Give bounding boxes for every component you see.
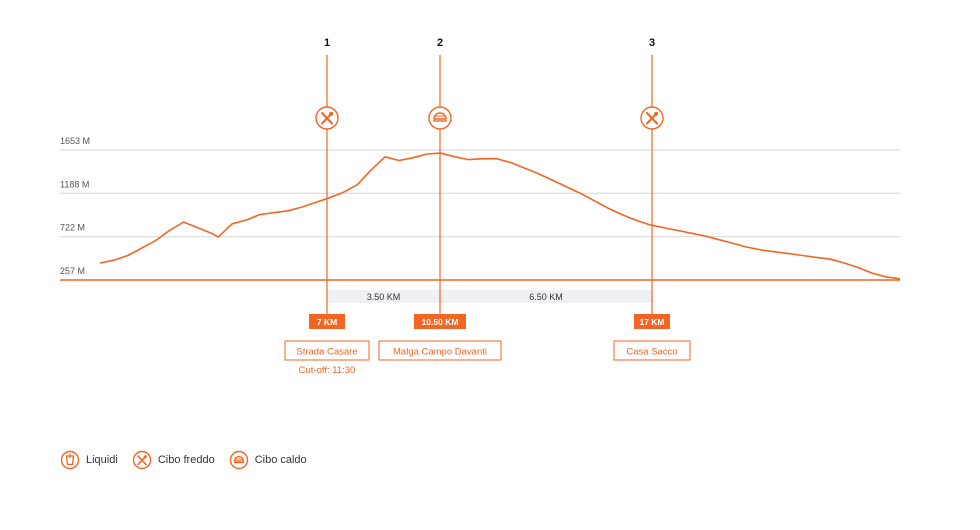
km-badge [309, 314, 345, 329]
cibo-freddo-icon [640, 106, 664, 130]
legend-label: Liquidi [86, 454, 118, 466]
station-number: 3 [649, 37, 655, 49]
station-cutoff: Cut-off: 11:30 [299, 365, 356, 376]
station-name-box [378, 340, 502, 361]
legend-item-cibo-caldo: Cibo caldo [229, 450, 307, 470]
cibo-caldo-icon [428, 106, 452, 130]
station-name: Casa Sacco [626, 347, 677, 358]
legend-label: Cibo freddo [157, 454, 215, 466]
y-tick-label: 1188 M [60, 179, 89, 189]
station-number: 1 [324, 37, 330, 49]
cibo-caldo-icon [229, 450, 248, 470]
segment-distance-label: 3.50 KM [367, 292, 401, 302]
segment-band [440, 290, 652, 303]
elevation-profile-line [99, 152, 901, 280]
y-tick-label: 1653 M [60, 136, 90, 146]
km-badge-label: 17 KM [639, 317, 664, 327]
legend-label: Cibo caldo [254, 454, 307, 466]
y-tick-label: 722 M [60, 223, 85, 233]
segment-distances: 3.50 KM 6.50 KM [327, 290, 652, 303]
km-badge [414, 314, 466, 329]
legend-item-liquidi: Liquidi [60, 450, 118, 470]
aid-station-3: 3 17 KM Casa Sacco [613, 37, 691, 361]
station-number: 2 [437, 37, 443, 49]
grid-lines: 257 M 722 M 1188 M 1653 M [60, 136, 900, 276]
station-name: Malga Campo Davanti [393, 347, 487, 358]
km-badge-label: 7 KM [317, 317, 337, 327]
cibo-freddo-icon [132, 450, 152, 470]
aid-station-2: 2 10.50 KM Malga Campo Davanti [378, 37, 502, 361]
legend: Liquidi Cibo freddo Cibo caldo [60, 450, 321, 470]
segment-band [327, 290, 440, 303]
station-name: Strada Casare [296, 347, 357, 358]
cibo-freddo-icon [315, 106, 339, 130]
km-badge [634, 314, 670, 329]
liquidi-icon [60, 450, 80, 470]
km-badge-label: 10.50 KM [422, 317, 459, 327]
segment-distance-label: 6.50 KM [529, 292, 563, 302]
y-tick-label: 257 M [60, 266, 85, 276]
station-name-box [284, 340, 370, 361]
station-name-box [613, 340, 691, 361]
legend-item-cibo-freddo: Cibo freddo [132, 450, 215, 470]
